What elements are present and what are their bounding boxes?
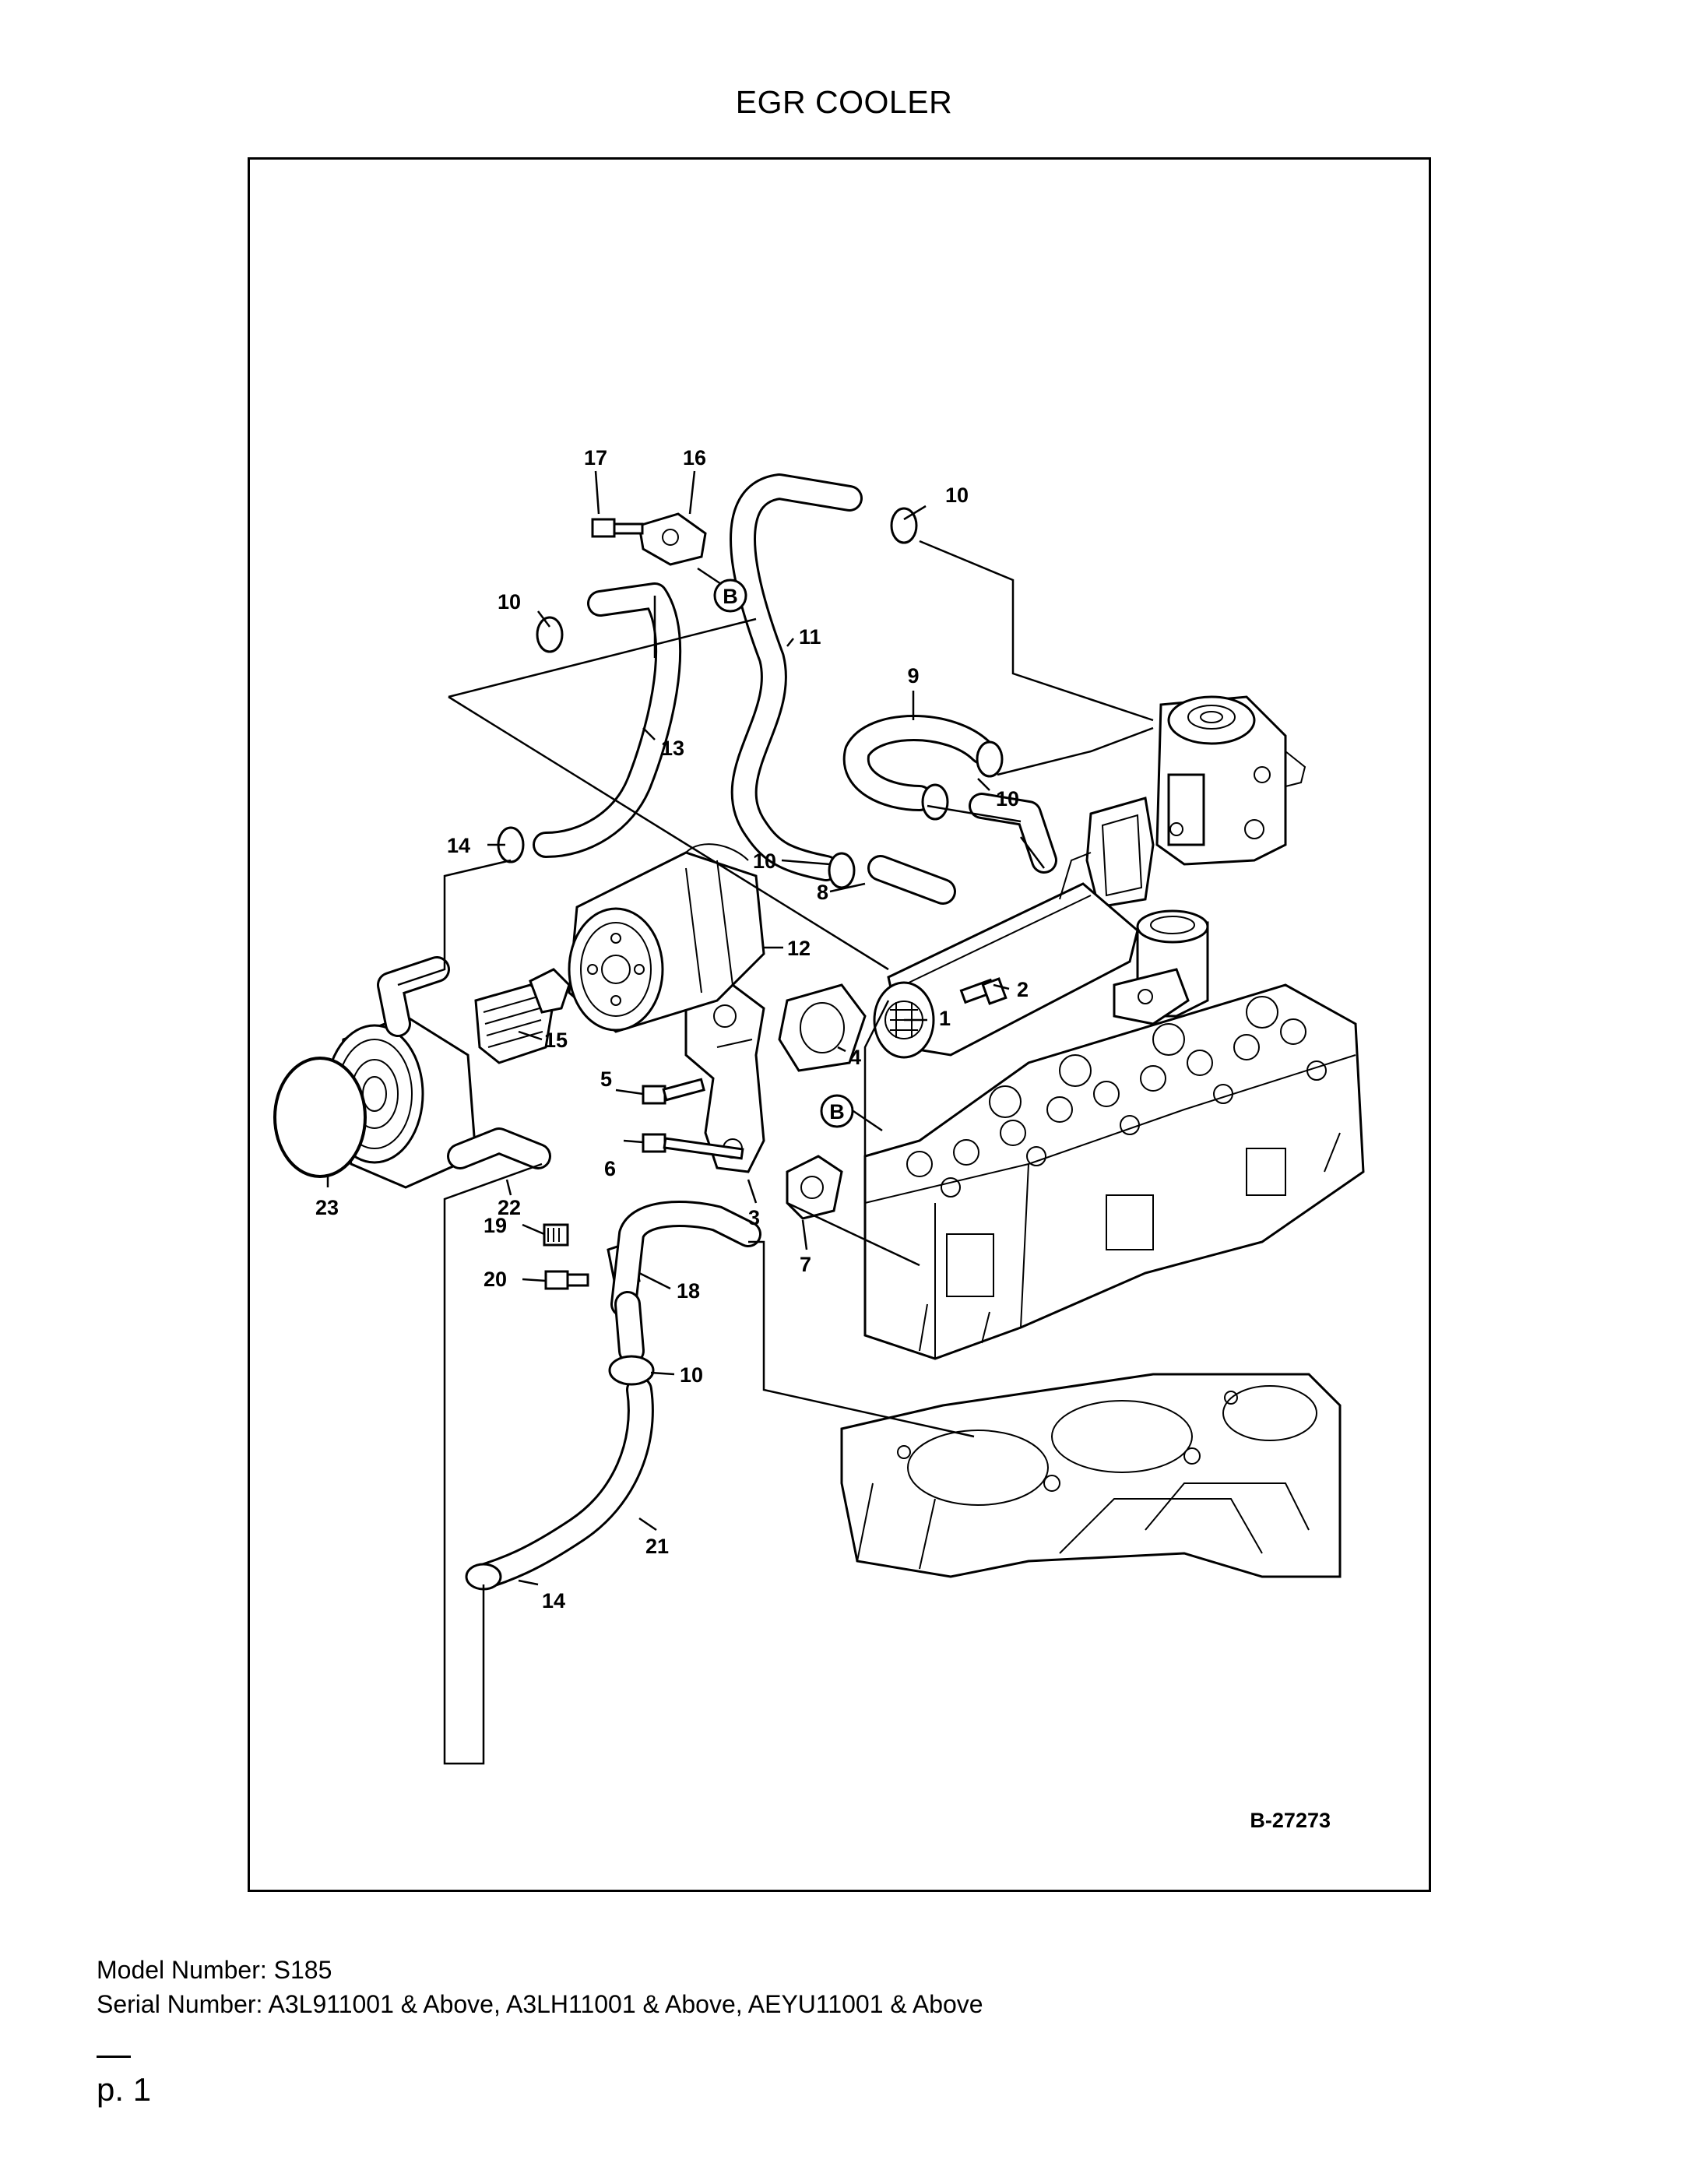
gasket-7 (786, 1155, 843, 1220)
leader-lines (326, 470, 1154, 1765)
callout-numbers: 17 16 10 10 11 9 13 10 14 10 8 12 1 2 5 … (315, 446, 1029, 1613)
bolt-2 (959, 977, 1008, 1005)
callout-17: 17 (584, 446, 607, 470)
reference-marker-b-upper: B (713, 579, 747, 613)
cylinder-head (863, 983, 1365, 1360)
callout-22: 22 (498, 1196, 521, 1219)
callout-2: 2 (1017, 978, 1029, 1001)
callout-14: 14 (542, 1589, 565, 1613)
callout-6: 6 (604, 1157, 616, 1180)
drawing-reference: B-27273 (1250, 1809, 1331, 1832)
callout-18: 18 (677, 1279, 700, 1303)
egr-cooler (873, 793, 1139, 1059)
callout-7: 7 (800, 1253, 811, 1276)
bolt-20 (544, 1270, 589, 1290)
callout-8: 8 (817, 881, 828, 904)
clip-16 (638, 512, 707, 566)
exploded-parts-diagram: B B 17 16 10 10 11 9 13 10 14 10 8 12 1 … (273, 446, 1365, 1832)
bolt-6 (642, 1133, 744, 1160)
callout-3: 3 (748, 1206, 760, 1229)
callout-9: 9 (907, 664, 919, 688)
fitting-15 (474, 968, 571, 1064)
hose-9 (842, 715, 995, 811)
svg-text:B: B (723, 585, 738, 608)
svg-text:B: B (829, 1100, 845, 1124)
callout-1: 1 (939, 1007, 951, 1030)
hose-21 (470, 1377, 654, 1590)
model-number: Model Number: S185 (97, 1956, 332, 1984)
thermostat-housing (1113, 909, 1209, 1025)
callout-10: 10 (680, 1363, 703, 1387)
callout-12: 12 (787, 937, 811, 960)
serial-number: Serial Number: A3L911001 & Above, A3LH11… (97, 1990, 983, 2018)
oil-filter (568, 843, 765, 1033)
pipe-8 (867, 855, 956, 905)
egr-valve (1155, 695, 1306, 866)
callout-5: 5 (600, 1067, 612, 1091)
callout-4: 4 (849, 1046, 861, 1069)
callout-10: 10 (498, 590, 521, 614)
o-ring-23 (273, 1057, 367, 1178)
egr-valve-gasket (1085, 797, 1155, 909)
callout-11: 11 (799, 625, 821, 649)
engine-block (840, 1373, 1342, 1578)
hose-11 (730, 473, 863, 881)
callout-21: 21 (645, 1535, 669, 1558)
bolt-17 (591, 518, 644, 538)
bolt-5 (642, 1078, 705, 1105)
callout-14: 14 (447, 834, 470, 857)
callout-10: 10 (996, 787, 1019, 811)
bolt-19 (543, 1223, 569, 1247)
diagram-frame: B B 17 16 10 10 11 9 13 10 14 10 8 12 1 … (248, 157, 1431, 1892)
callout-20: 20 (484, 1268, 507, 1291)
page-number: p. 1 (97, 2071, 152, 2108)
callout-13: 13 (661, 737, 684, 760)
callout-10: 10 (945, 484, 969, 507)
page-title: EGR COOLER (735, 84, 953, 120)
reference-marker-b-lower: B (820, 1094, 854, 1128)
callout-10: 10 (753, 849, 776, 873)
callout-16: 16 (683, 446, 706, 470)
page-rule (97, 2056, 131, 2058)
pipe-18 (607, 1201, 761, 1364)
callout-15: 15 (544, 1029, 568, 1052)
clamp-icons (465, 507, 1004, 1591)
callout-19: 19 (484, 1214, 507, 1237)
callout-23: 23 (315, 1196, 339, 1219)
hose-13 (533, 582, 682, 858)
